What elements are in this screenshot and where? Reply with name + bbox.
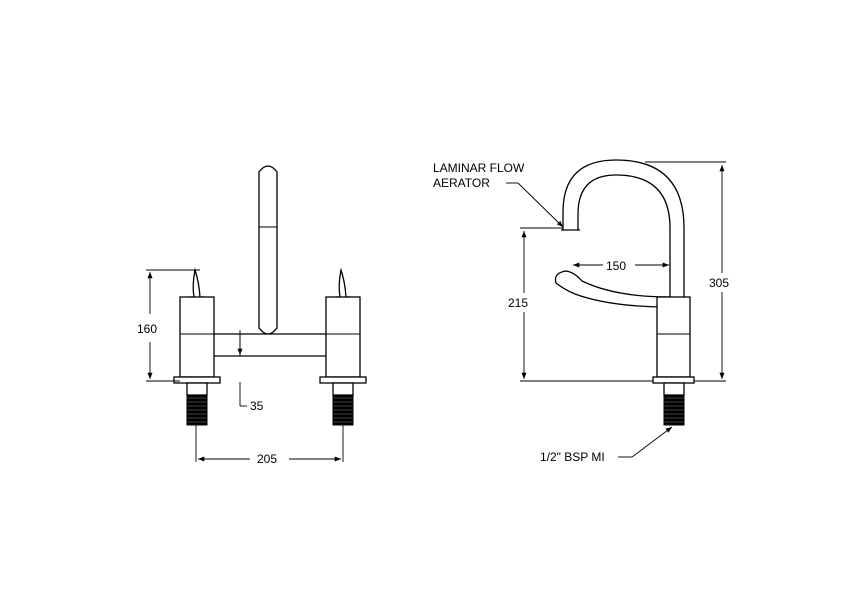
right-pillar-valve [319,267,367,426]
aerator-label-line2: AERATOR [433,176,490,190]
dim-centres-label: 205 [257,452,277,466]
dim-centres [195,425,344,462]
left-pillar-valve [173,267,221,426]
side-body [652,296,695,426]
front-view: 160 35 205 [137,165,367,466]
inlet-label: 1/2" BSP MI [540,450,605,464]
dim-spout-drop [237,330,247,407]
dim-height-front [146,269,200,382]
dim-overall-height-label: 305 [709,276,729,290]
dim-spout-reach-label: 150 [606,259,626,273]
dim-overall-height [645,161,726,382]
bridge-pipe [204,333,336,357]
aerator-leader [506,182,564,228]
aerator-label-line1: LAMINAR FLOW [433,161,525,175]
dim-height-front-label: 160 [137,322,157,336]
dim-spout-height [520,227,653,382]
gooseneck-spout [561,159,685,297]
side-view: 150 215 305 LAMINAR FLOW AERATOR [433,159,729,464]
front-spout [258,165,278,335]
dim-spout-height-label: 215 [508,296,528,310]
inlet-leader [618,426,673,458]
dim-spout-drop-label: 35 [250,399,264,413]
lever-handle [554,270,671,308]
